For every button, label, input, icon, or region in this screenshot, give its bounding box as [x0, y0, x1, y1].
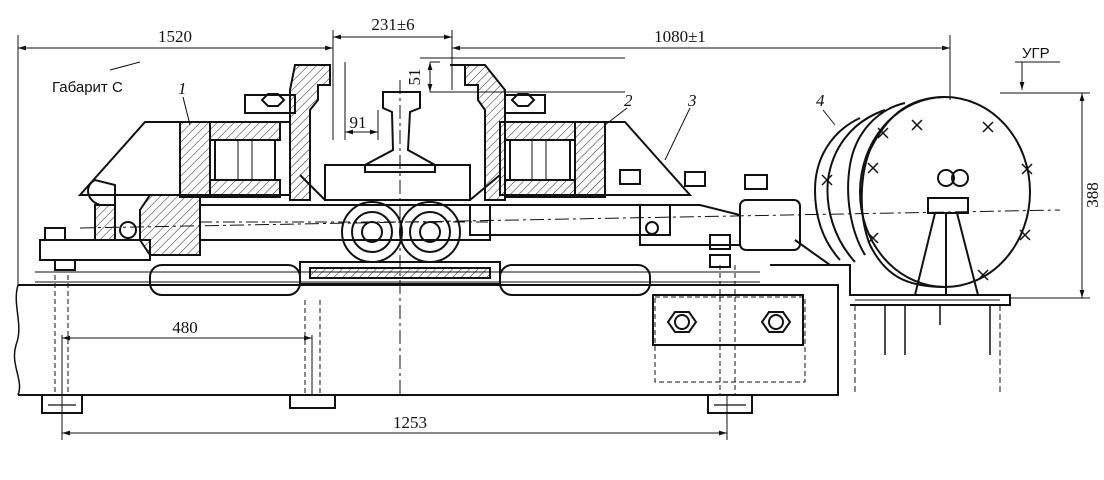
callout-4: 4	[816, 91, 825, 110]
dimension-lines	[18, 34, 1085, 436]
base-hidden-lines	[54, 265, 806, 395]
label-ugr: УГР	[1022, 45, 1050, 62]
bolt-plate	[652, 294, 804, 346]
label-gabarit: Габарит С	[52, 79, 123, 96]
rollers	[341, 201, 461, 263]
callout-1: 1	[178, 79, 187, 98]
left-housing	[39, 121, 291, 271]
drum-unit	[770, 96, 1033, 395]
base-frame	[13, 284, 839, 414]
dim-overall-right: 1080±1	[654, 27, 706, 46]
lower-beam	[35, 261, 760, 296]
dim-rail-height: 51	[405, 69, 424, 86]
dim-frame-span: 1253	[393, 413, 427, 432]
right-housing	[499, 121, 768, 268]
callout-3: 3	[687, 91, 697, 110]
dim-base-span: 480	[172, 318, 198, 337]
dim-height: 388	[1083, 182, 1102, 208]
dim-rail-gap: 231±6	[371, 15, 414, 34]
main-shaft	[139, 194, 801, 256]
dim-overall-left: 1520	[158, 27, 192, 46]
callout-2: 2	[624, 91, 633, 110]
dim-flange-gap: 91	[350, 113, 367, 132]
upper-clamps	[244, 64, 546, 201]
